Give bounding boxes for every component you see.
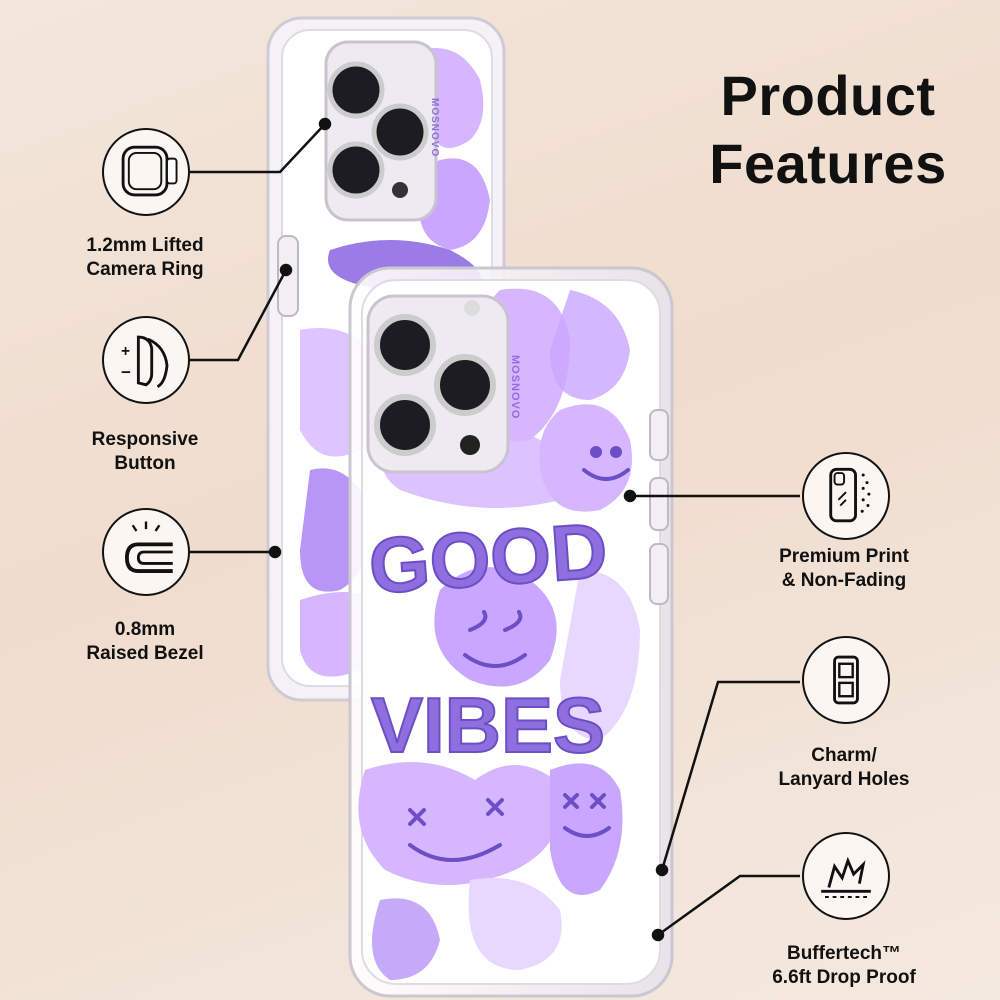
phone-print-icon [802, 452, 890, 540]
svg-text:–: – [121, 361, 131, 381]
feature-label-print: Premium Print & Non-Fading [779, 546, 909, 591]
feature-label-button: Responsive Button [91, 429, 199, 474]
brand-print-back: MOSNOVO [429, 98, 440, 157]
title-line-2: Features [709, 132, 947, 195]
button-icon: +– [102, 316, 190, 404]
lanyard-holes-icon [802, 636, 890, 724]
feature-label-bezel: 0.8mm Raised Bezel [86, 619, 204, 664]
page-title: Product Features [688, 62, 968, 198]
case-print-good: GOOD [366, 506, 610, 610]
brand-print: MOSNOVO [509, 355, 521, 419]
camera-ring-icon [102, 128, 190, 216]
feature-label-drop-proof: Buffertech™ 6.6ft Drop Proof [772, 943, 916, 988]
case-print-vibes: VIBES [371, 681, 605, 769]
title-line-1: Product [720, 64, 936, 127]
bezel-icon [102, 508, 190, 596]
feature-label-lanyard: Charm/ Lanyard Holes [778, 745, 910, 790]
feature-label-camera-ring: 1.2mm Lifted Camera Ring [86, 235, 204, 280]
svg-text:+: + [121, 343, 130, 360]
drop-proof-icon [802, 832, 890, 920]
